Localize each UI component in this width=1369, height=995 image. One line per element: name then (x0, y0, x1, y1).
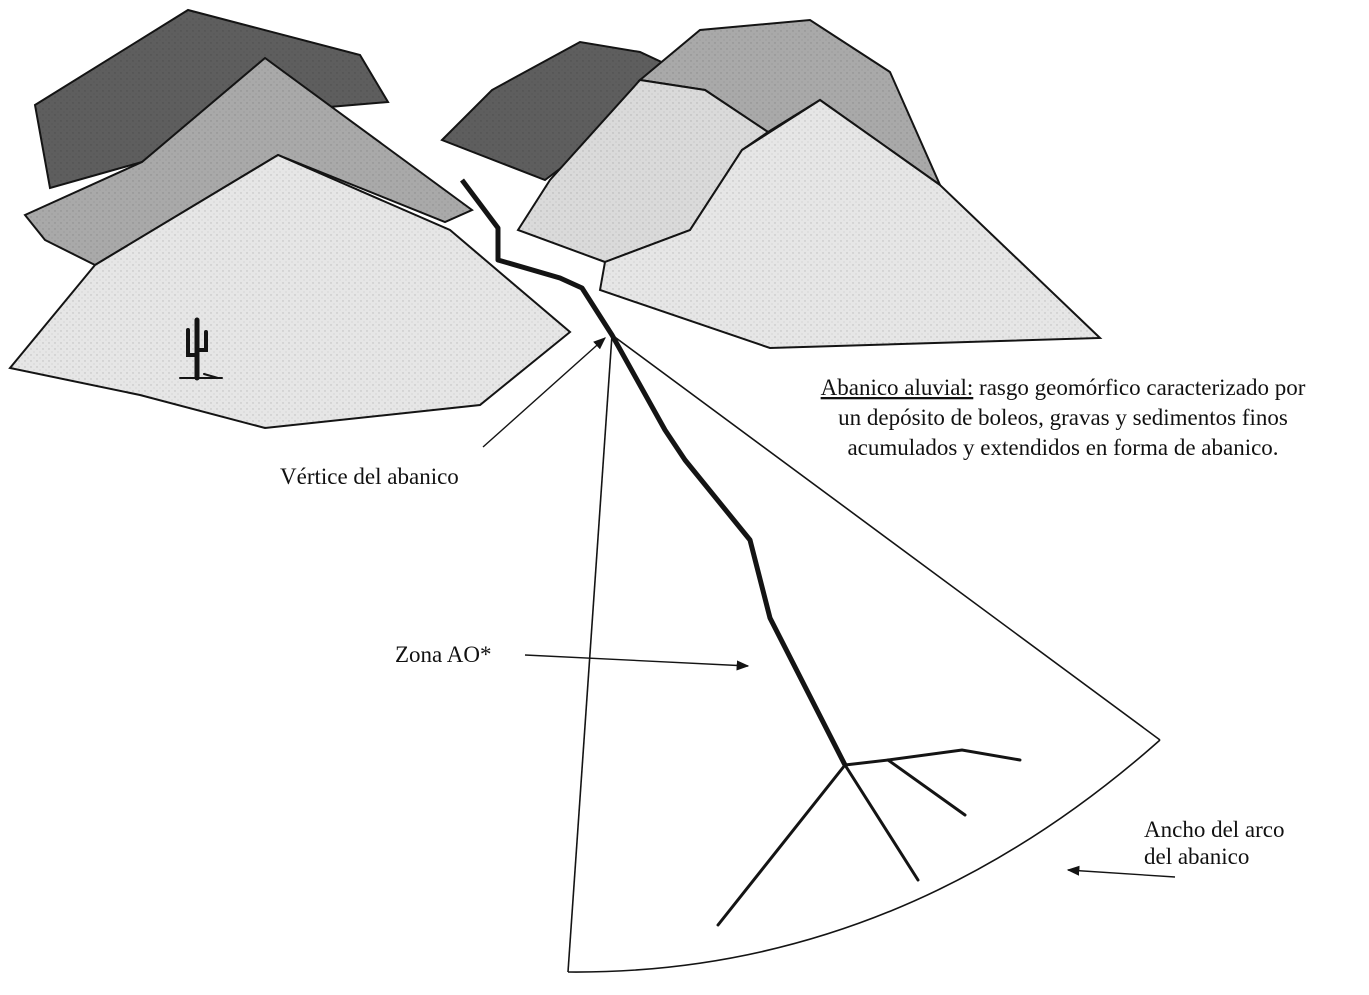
definition-line1-rest: rasgo geomórfico caracterizado por (973, 375, 1305, 400)
definition-line1: Abanico aluvial: rasgo geomórfico caract… (821, 375, 1306, 400)
definition-term: Abanico aluvial: (821, 375, 974, 400)
arc-width-arrow (1068, 870, 1175, 877)
definition-block: Abanico aluvial: rasgo geomórfico caract… (821, 375, 1306, 460)
arc-width-label-line1: Ancho del arco (1144, 817, 1285, 842)
fan-arc (568, 740, 1160, 972)
vertex-label: Vértice del abanico (280, 464, 459, 489)
definition-line3: acumulados y extendidos en forma de aban… (847, 435, 1278, 460)
distributary-channels (718, 750, 1020, 925)
alluvial-fan (568, 335, 1160, 972)
arc-width-label-line2: del abanico (1144, 844, 1249, 869)
zone-arrow (525, 655, 748, 666)
definition-line2: un depósito de boleos, gravas y sediment… (838, 405, 1288, 430)
zone-label: Zona AO* (395, 642, 491, 667)
left-mountain (10, 10, 570, 428)
right-mountain (442, 20, 1100, 348)
fan-left-edge (568, 335, 612, 972)
